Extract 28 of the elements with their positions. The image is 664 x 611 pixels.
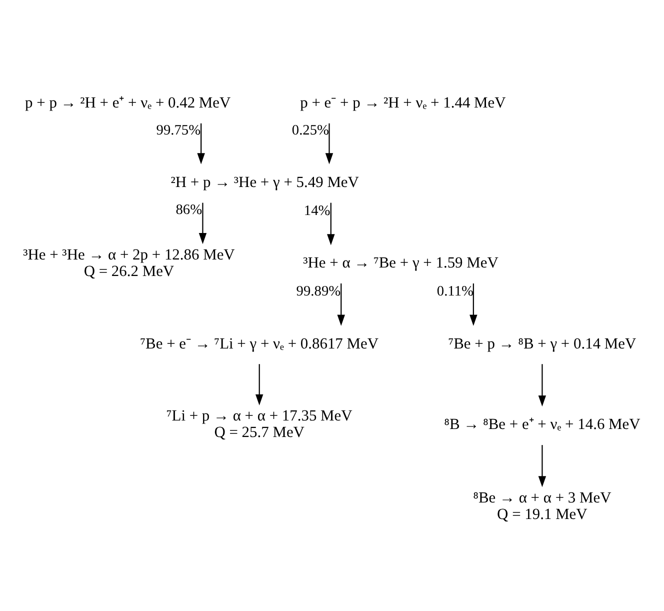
node-label: Q = 25.7 MeV	[214, 424, 304, 442]
node-text: p + e⁻ + p → ²H + νₑ + 1.44 MeV	[300, 94, 506, 112]
arrow	[327, 202, 335, 246]
node-text: ⁸B → ⁸Be + e⁺ + νₑ + 14.6 MeV	[444, 416, 640, 433]
node-text: ⁷Be + e⁻ → ⁷Li + γ + νₑ + 0.8617 MeV	[140, 335, 379, 352]
arrow	[538, 445, 546, 488]
arrow	[198, 202, 207, 244]
arrow	[197, 123, 205, 164]
node-text: ⁷Li + p → α + α + 17.35 MeV	[166, 408, 352, 425]
node-text: ³He + α → ⁷Be + γ + 1.59 MeV	[303, 254, 498, 272]
edge-label: 99.89%	[296, 283, 341, 300]
arrow	[470, 283, 478, 326]
node-text: ⁷Be + p → ⁸B + γ + 0.14 MeV	[448, 335, 636, 352]
arrow	[538, 364, 546, 407]
node-label: Q = 26.2 MeV	[84, 262, 174, 280]
edge-label: 14%	[304, 202, 330, 219]
edge-label: 0.25%	[292, 122, 329, 139]
edge-label: 99.75%	[156, 122, 201, 139]
node-text: p + p → ²H + e⁺ + νₑ + 0.42 MeV	[25, 94, 231, 112]
node-text: ³He + ³He → α + 2p + 12.86 MeV	[23, 246, 235, 264]
arrow	[337, 283, 345, 326]
node-label: Q = 19.1 MeV	[497, 506, 588, 523]
edge-label: 86%	[176, 202, 202, 218]
arrow	[325, 123, 334, 164]
arrow	[255, 364, 264, 406]
node-text: ⁸Be → α + α + 3 MeV	[473, 489, 612, 506]
node-text: ²H + p → ³He + γ + 5.49 MeV	[170, 174, 359, 191]
edge-label: 0.11%	[436, 283, 474, 300]
